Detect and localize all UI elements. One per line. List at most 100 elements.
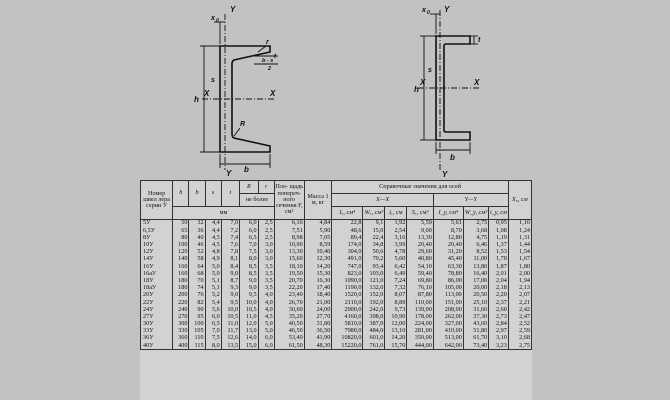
table-cell: 10,90 xyxy=(384,313,408,321)
dimension-x0-label: x xyxy=(210,15,216,22)
table-cell: 8,89 xyxy=(384,299,408,307)
table-cell: 13,0 xyxy=(239,328,259,335)
table-cell: 5,0 xyxy=(257,328,275,335)
table-cell: 17,00 xyxy=(462,277,490,285)
col-header-iy: i_y, см xyxy=(488,206,509,220)
table-cell: 2900,0 xyxy=(331,306,364,314)
table-cell: 823,0 xyxy=(331,270,364,278)
radius-R-label: R xyxy=(240,121,245,128)
col-header-axis-yy: Y—Y xyxy=(432,193,509,207)
table-cell: 1,54 xyxy=(507,249,533,256)
table-cell: 6,0 xyxy=(239,227,259,235)
table-cell: 1,44 xyxy=(507,241,533,249)
table-cell: 5810,0 xyxy=(331,320,364,328)
table-cell: 15220,0 xyxy=(331,342,364,351)
col-header-Ix: Iₓ, см⁴ xyxy=(331,206,364,220)
col-header-Wy: W_y, см³ xyxy=(462,206,490,220)
table-cell: 2,00 xyxy=(507,270,533,278)
col-header-Iy: I_y, см⁴ xyxy=(432,206,464,220)
table-cell: 8,0 xyxy=(239,256,259,264)
table-cell: 7,24 xyxy=(384,277,408,285)
table-cell: 20,00 xyxy=(462,284,490,292)
table-cell: 46,50 xyxy=(273,328,305,335)
table-cell: 18,10 xyxy=(273,263,305,271)
dimension-x0-label: x xyxy=(421,7,427,14)
table-cell: 15,70 xyxy=(384,342,408,351)
slope-numerator: b - s xyxy=(262,58,273,64)
col-header-mass: Масса 1 м, кг xyxy=(303,180,333,220)
table-cell: 37,30 xyxy=(462,313,490,321)
table-cell: 6,46 xyxy=(462,241,490,249)
table-cell: 13,10 xyxy=(384,328,408,335)
dimension-s-label: s xyxy=(211,77,215,84)
table-cell: 2,5 xyxy=(257,227,275,235)
table-cell: 2,20 xyxy=(488,292,509,300)
table-cell: 12,0 xyxy=(239,320,259,328)
table-cell: 30,60 xyxy=(273,306,305,314)
table-cell: 22,8 xyxy=(331,219,364,228)
axis-y-bottom-label: Y xyxy=(226,169,232,178)
table-cell: 115 xyxy=(188,342,206,351)
table-cell: 23,40 xyxy=(273,292,305,300)
channel-properties-table: Номер швел лера серии У h b s t R r Пло-… xyxy=(139,180,533,351)
table-cell: 4,75 xyxy=(462,234,490,242)
col-header-h: h xyxy=(172,180,190,207)
table-cell: 9,5 xyxy=(239,292,259,300)
table-cell: 7,51 xyxy=(273,227,305,235)
table-cell: 1,92 xyxy=(384,219,408,228)
table-cell: 7,5 xyxy=(239,249,259,256)
channel-profile-sloped-svg: Y Y X X h b x 0 s r R b - s 2 t xyxy=(194,5,278,178)
table-cell: 1,67 xyxy=(507,256,533,264)
table-cell: 20,70 xyxy=(273,277,305,285)
dimension-b-label: b xyxy=(450,153,455,162)
table-cell: 35,20 xyxy=(273,313,305,321)
table-cell: 4160,0 xyxy=(331,313,364,321)
table-cell: 1090,0 xyxy=(331,277,364,285)
table-cell: 1,80 xyxy=(507,263,533,271)
table-cell: 9,0 xyxy=(239,284,259,292)
table-cell: 7980,0 xyxy=(331,328,364,335)
dimension-h-label: h xyxy=(194,95,199,104)
table-cell: 4,0 xyxy=(257,292,275,300)
table-cell: 15,60 xyxy=(273,256,305,264)
table-cell: 200 xyxy=(172,292,190,300)
table-cell: 31,60 xyxy=(462,306,490,314)
channel-drawing-sloped-flanges: Y Y X X h b x 0 s r R b - s 2 t xyxy=(178,0,298,178)
table-cell: 2,5 xyxy=(257,234,275,242)
table-cell: 3,16 xyxy=(384,234,408,242)
row-designation-cell: 20У xyxy=(139,292,174,300)
channel-properties-table-wrap: Номер швел лера серии У h b s t R r Пло-… xyxy=(139,180,533,400)
table-cell: 2,75 xyxy=(462,219,490,228)
dimension-t-label: t xyxy=(274,54,277,60)
table-cell: 6,0 xyxy=(239,219,259,228)
table-cell: 11,0 xyxy=(239,313,259,321)
table-cell: 76 xyxy=(188,292,206,300)
table-cell: 11,00 xyxy=(462,256,490,264)
dimension-x0-sub: 0 xyxy=(427,10,430,16)
col-header-b: b xyxy=(188,180,206,207)
col-header-Wx: Wₓ, см³ xyxy=(362,206,386,220)
table-cell: 43,60 xyxy=(462,320,490,328)
table-cell: 2,5 xyxy=(257,219,275,228)
table-cell: 6,0 xyxy=(257,342,275,351)
col-header-t: t xyxy=(220,180,241,207)
table-cell: 48,6 xyxy=(331,227,364,235)
table-cell: 7,0 xyxy=(239,241,259,249)
axis-y-bottom-label: Y xyxy=(442,170,448,178)
table-cell: 61,70 xyxy=(462,335,490,343)
table-cell: 16,40 xyxy=(462,270,490,278)
table-cell: 3,5 xyxy=(257,284,275,292)
table-cell: 1,31 xyxy=(507,234,533,242)
table-cell: 61,50 xyxy=(273,342,305,351)
table-cell: 8,98 xyxy=(273,234,305,242)
table-cell: 10820,0 xyxy=(331,335,364,343)
